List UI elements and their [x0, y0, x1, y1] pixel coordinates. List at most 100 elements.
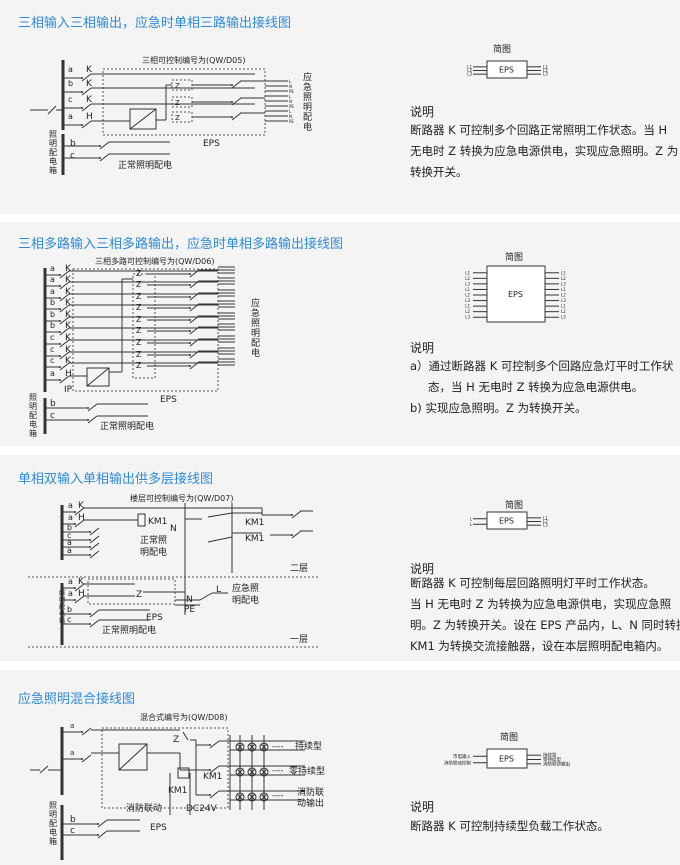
breaker-contact	[59, 285, 61, 287]
wire	[59, 327, 70, 336]
panel-label: 箱	[59, 617, 65, 625]
breaker-label: K	[65, 345, 72, 355]
diagram-header: 混合式编号为(QW/D08)	[140, 712, 227, 722]
output-label: L2	[561, 293, 566, 298]
panel-label: 箱	[49, 836, 57, 846]
wire	[209, 740, 220, 749]
breaker-contact	[231, 84, 233, 86]
wire	[59, 316, 70, 325]
simple-diagram-label: 简图	[505, 501, 524, 511]
switch-label: Z	[136, 361, 142, 370]
switch-label: Z	[175, 114, 180, 122]
breaker-label: K	[86, 95, 93, 105]
phase-label: a	[68, 589, 73, 598]
note-line: 断路器 K 可控制多个回路正常照明工作状态。当 H	[410, 123, 668, 137]
wire	[87, 415, 98, 424]
panel-label: 配	[49, 148, 57, 157]
wire	[39, 765, 49, 774]
breaker-contact	[189, 296, 191, 298]
note-line: 当 H 无电时 Z 为转换为应急电源供电，实现应急照	[410, 597, 672, 611]
input-label: L3	[465, 281, 470, 286]
km1-coil	[177, 767, 190, 779]
floor-label: 二层	[290, 563, 308, 574]
output-label: L3	[561, 281, 566, 286]
emergency-label: 明配电	[232, 594, 259, 606]
breaker-label: K	[86, 79, 93, 89]
breaker-contact	[209, 794, 211, 796]
phase-label: b	[70, 139, 76, 149]
km1-label: KM1	[203, 772, 222, 782]
phase-label: a	[50, 264, 55, 273]
output-label: L3	[561, 298, 566, 303]
normal-lighting-label: 正常照明配电	[118, 159, 172, 171]
phase-label: b	[50, 298, 55, 307]
emergency-label: 急	[303, 81, 312, 93]
output-label: L2	[561, 309, 566, 314]
wire	[231, 80, 242, 89]
breaker-label: K	[86, 65, 93, 75]
breaker-contact	[74, 599, 76, 601]
wire	[189, 315, 200, 324]
eps-box	[486, 265, 546, 323]
input-label: L2	[465, 293, 470, 298]
emergency-label: 电	[303, 121, 312, 133]
section-title: 单相双输入单相输出供多层接线图	[18, 472, 214, 487]
output-label: L1	[543, 515, 548, 520]
breaker-contact	[81, 77, 83, 79]
panel-label: 照	[59, 590, 65, 597]
fire-linkage-label: 消防联动	[126, 802, 162, 814]
wire	[89, 527, 100, 536]
phase-label: a	[67, 546, 72, 555]
eps-box	[486, 748, 528, 769]
wire	[74, 583, 85, 592]
section-title: 应急照明混合接线图	[18, 692, 136, 707]
panel-label: 电	[49, 156, 57, 166]
diagram-header: 楼层可控制编号为(QW/D07)	[130, 493, 233, 503]
panel-label: 电	[59, 610, 65, 618]
wire	[118, 743, 148, 771]
wire	[189, 350, 200, 359]
note-text: 断路器 K 可控制持续型负载工作状态。	[410, 816, 609, 837]
input-label: 消防联动控制	[444, 759, 471, 766]
wire	[59, 293, 70, 302]
simple-diagram-label: 简图	[500, 733, 519, 743]
wire	[59, 339, 70, 348]
wire	[189, 269, 200, 278]
wire	[59, 281, 70, 290]
note-line: b) 实现应急照明。Z 为转换开关。	[410, 401, 587, 415]
breaker-label: K	[65, 321, 72, 331]
normal-lighting-label: 明配电	[140, 546, 167, 558]
wire	[207, 512, 233, 518]
phase-label: a	[67, 538, 72, 547]
output-label: L2	[543, 519, 548, 524]
breaker-label: K	[65, 310, 72, 320]
phase-label: c	[68, 95, 72, 104]
breaker-contact	[81, 107, 83, 109]
panel-label: 照	[29, 393, 37, 402]
breaker-contact	[189, 319, 191, 321]
phase-label: c	[67, 615, 71, 624]
wire	[99, 141, 110, 150]
switch-group	[132, 273, 156, 379]
eps-boundary	[102, 68, 266, 136]
breaker-contact	[59, 379, 61, 381]
breaker-contact	[89, 613, 91, 615]
wire	[89, 542, 100, 551]
wire	[231, 112, 242, 121]
breaker-contact	[189, 273, 191, 275]
output-label: L2	[561, 276, 566, 281]
note-line: 断路器 K 可控制持续型负载工作状态。	[410, 819, 609, 833]
breaker-contact	[99, 145, 101, 147]
floor-label: 一层	[290, 634, 308, 645]
input-label: L1	[465, 287, 470, 292]
wire	[47, 105, 57, 115]
breaker-label: H	[78, 589, 85, 599]
phase-label: c	[50, 356, 54, 365]
note-line: 态，当 H 无电时 Z 转换为应急电源供电。	[428, 380, 644, 394]
wire	[81, 120, 92, 129]
panel-label: 明	[49, 139, 57, 148]
output-label: L3	[561, 315, 566, 320]
